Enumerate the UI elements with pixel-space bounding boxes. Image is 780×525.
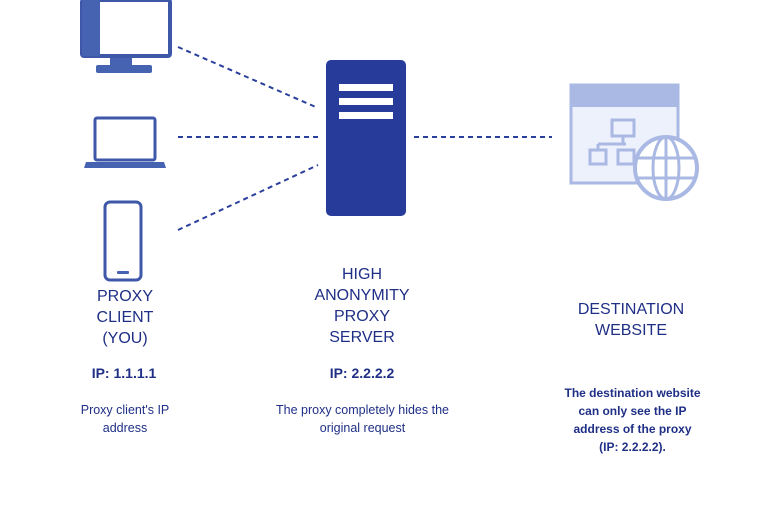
- laptop-icon: [84, 116, 166, 168]
- phone-icon: [103, 200, 143, 282]
- server-description: The proxy completely hides the original …: [275, 403, 449, 435]
- client-ip: IP: 1.1.1.1: [91, 365, 157, 381]
- destination-description: The destination website can only see the…: [564, 386, 701, 454]
- server-title: HIGH ANONYMITY PROXY SERVER: [314, 266, 410, 346]
- server-icon: [326, 60, 406, 216]
- website-globe-icon: [569, 83, 699, 201]
- destination-title: DESTINATION WEBSITE: [577, 301, 685, 339]
- client-description: Proxy client's IP address: [80, 403, 170, 435]
- connector-desktop-server: [177, 46, 319, 109]
- server-ip: IP: 2.2.2.2: [329, 365, 395, 381]
- connectors: [177, 46, 552, 231]
- desktop-icon: [80, 0, 172, 73]
- connector-phone-server: [177, 164, 319, 231]
- client-title: PROXY CLIENT (YOU): [96, 288, 154, 347]
